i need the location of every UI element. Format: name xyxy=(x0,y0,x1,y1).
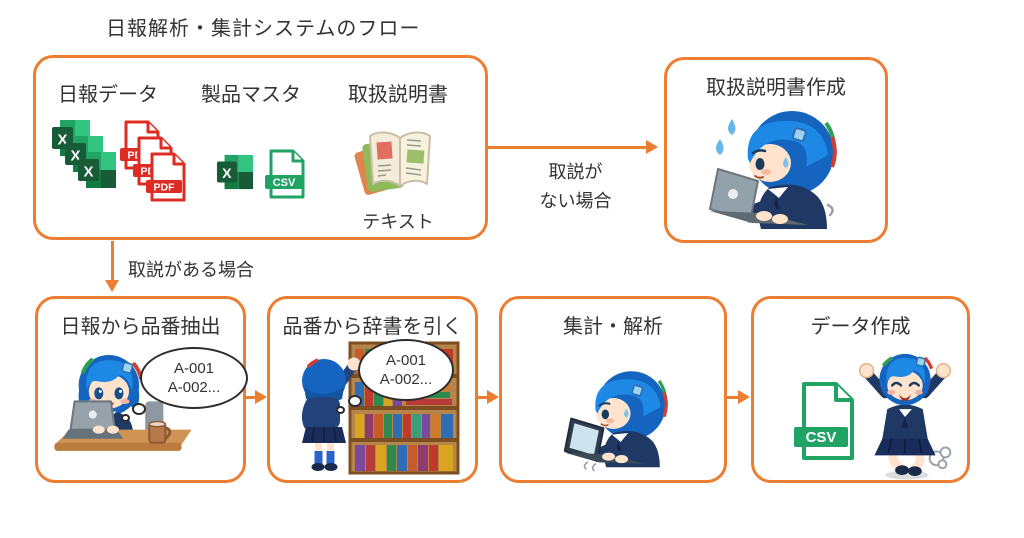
step-box-dictionary: 品番から辞書を引く xyxy=(267,296,478,483)
jumping-girl-illustration xyxy=(858,353,952,480)
bubble-tail xyxy=(132,403,146,415)
svg-text:X: X xyxy=(57,132,67,149)
typing-girl-illustration xyxy=(709,111,837,229)
step-arrow-1 xyxy=(246,390,267,404)
bubble-line: A-001 xyxy=(173,360,215,377)
excel-file-icon: X xyxy=(216,154,254,190)
csv-file-icon-large: CSV xyxy=(794,382,854,460)
bubble-line: A-002... xyxy=(379,371,433,388)
step-title-dictionary: 品番から辞書を引く xyxy=(282,316,463,338)
open-book-icon xyxy=(354,131,431,195)
pdf-file-icon: PDF xyxy=(146,152,186,202)
bubble-tail xyxy=(121,414,130,422)
arrow-has-manual xyxy=(105,241,119,292)
bubble-tail xyxy=(348,395,362,407)
step-arrow-3 xyxy=(727,390,750,404)
manual-creation-box: 取扱説明書作成 xyxy=(664,57,888,243)
column-label-product-master: 製品マスタ xyxy=(201,84,301,106)
arrow-has-manual-label: 取説がある場合 xyxy=(128,260,254,280)
step-arrow-2 xyxy=(478,390,499,404)
csv-file-icon: CSV xyxy=(265,149,305,199)
bubble-tail xyxy=(336,406,345,414)
step-box-output: データ作成 CSV xyxy=(751,296,970,483)
svg-text:X: X xyxy=(222,166,232,182)
bubble-line: A-002... xyxy=(167,379,221,396)
svg-text:CSV: CSV xyxy=(273,177,296,189)
thought-bubble: A-001 A-002... xyxy=(140,347,248,409)
arrow-no-manual-label-line1: 取説が xyxy=(548,162,603,182)
arrow-no-manual-label: 取説が ない場合 xyxy=(503,158,648,216)
desk-girl-illustration xyxy=(54,355,192,451)
column-label-daily-report: 日報データ xyxy=(58,84,158,106)
svg-text:CSV: CSV xyxy=(806,429,837,446)
column-label-manual: 取扱説明書 xyxy=(348,84,448,106)
input-data-box: 日報データ 製品マスタ 取扱説明書 X X X xyxy=(33,55,488,240)
step-box-analysis: 集計・解析 xyxy=(499,296,727,483)
pdf-file-stack-icon: PDF PDF PDF xyxy=(120,120,188,202)
excel-file-icon: X xyxy=(78,152,116,188)
manual-box-title: 取扱説明書作成 xyxy=(706,77,846,99)
step-box-extract: 日報から品番抽出 xyxy=(35,296,248,483)
step-title-output: データ作成 xyxy=(810,316,911,338)
arrow-no-manual xyxy=(487,140,658,154)
typing-girl-illustration xyxy=(563,371,668,472)
step-title-extract: 日報から品番抽出 xyxy=(60,316,221,338)
step-title-analysis: 集計・解析 xyxy=(563,316,663,338)
svg-text:X: X xyxy=(70,148,80,165)
book-caption: テキスト xyxy=(362,212,434,232)
arrow-no-manual-label-line2: ない場合 xyxy=(539,191,612,211)
bubble-line: A-001 xyxy=(385,352,427,369)
excel-file-stack-icon: X X X xyxy=(51,118,117,190)
thought-bubble: A-001 A-002... xyxy=(358,339,454,401)
page-title: 日報解析・集計システムのフロー xyxy=(106,18,421,40)
svg-text:X: X xyxy=(83,164,93,181)
svg-text:PDF: PDF xyxy=(154,182,176,194)
